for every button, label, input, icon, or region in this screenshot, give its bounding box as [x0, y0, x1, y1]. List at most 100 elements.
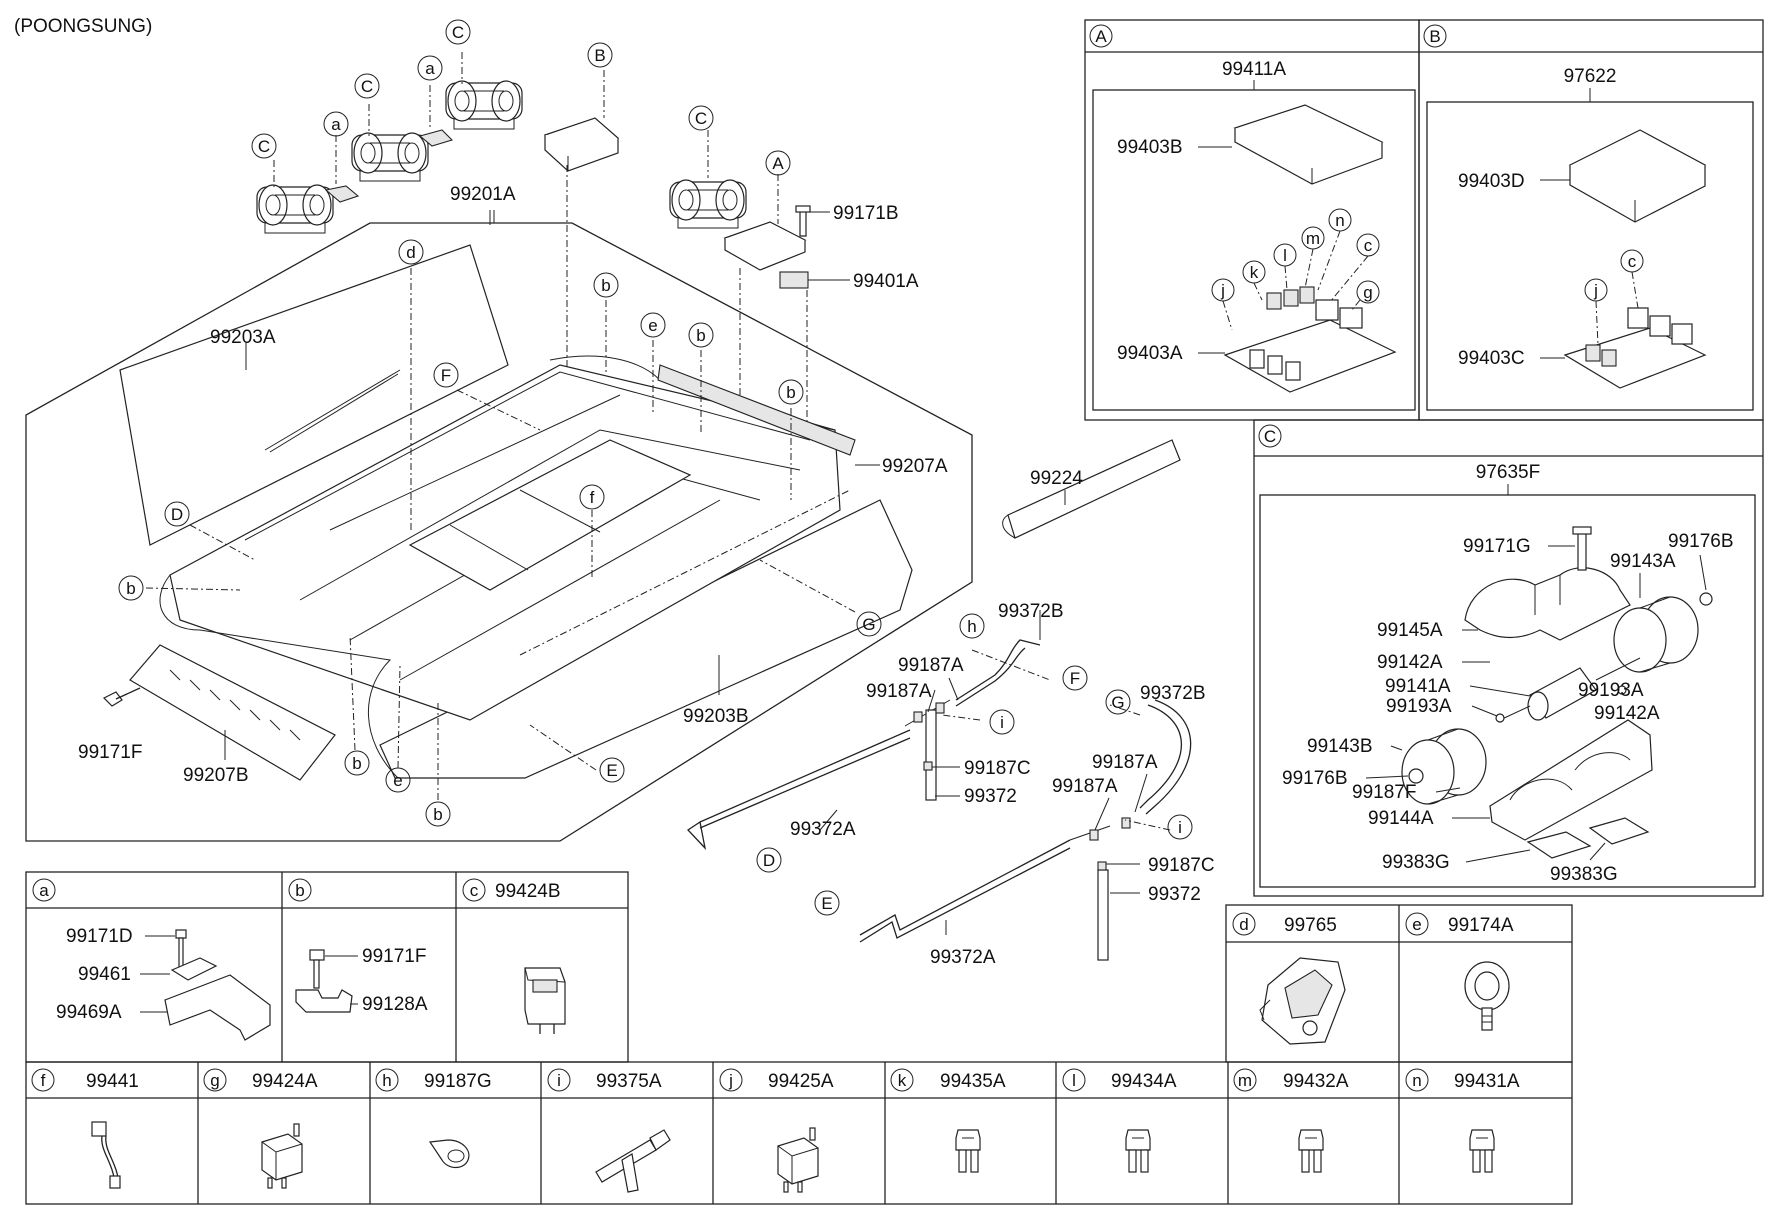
panel-b-callout-c: c [1628, 252, 1637, 271]
label-99187A-1: 99187A [898, 655, 964, 676]
fuse-icon [955, 1129, 981, 1173]
cell-g-letter: g [210, 1071, 219, 1090]
cell-e-letter: e [1412, 915, 1421, 934]
callout-letter: i [1000, 713, 1004, 732]
cell-j: j 99425A [719, 1068, 834, 1193]
callout-circle [1167, 814, 1193, 840]
label-99176B-1: 99176B [1668, 531, 1734, 552]
label-99187A-4: 99187A [1052, 776, 1118, 797]
relay-icon [777, 1127, 819, 1193]
cell-d-letter: d [1239, 915, 1248, 934]
callout-h1: h [959, 613, 985, 639]
callout-letter: h [967, 617, 976, 636]
blower-wheel-icon [1401, 596, 1699, 805]
callout-C1: C [251, 133, 277, 159]
fuse-icon [1298, 1129, 1324, 1173]
label-99143B: 99143B [1307, 736, 1373, 757]
label-99372A-1: 99372A [790, 819, 856, 840]
cell-c: c 99424B [462, 878, 566, 1034]
cell-j-letter: j [728, 1071, 733, 1090]
callout-letter: a [331, 115, 341, 134]
callout-B1: B [587, 42, 613, 68]
control-box-a [723, 205, 811, 289]
svg-text:j: j [1220, 281, 1225, 300]
cell-d: d 99765 [1232, 912, 1346, 1045]
label-99187C-1: 99187C [964, 758, 1031, 779]
callout-circle [1062, 665, 1088, 691]
hose-assembly-1 [686, 639, 1041, 851]
cell-n: n 99431A [1405, 1068, 1520, 1173]
callout-b6: b [425, 801, 451, 827]
label-99145A: 99145A [1377, 620, 1443, 641]
cell-f-part: 99441 [86, 1071, 139, 1092]
callout-D2: D [756, 847, 782, 873]
label-99207A: 99207A [882, 456, 948, 477]
callout-letter: B [594, 46, 605, 65]
panel-b-callout-j: j [1593, 281, 1598, 300]
label-99372-1: 99372 [964, 786, 1017, 807]
label-99187A-3: 99187A [1092, 752, 1158, 773]
panel-a-cover-label: 99403B [1117, 137, 1183, 158]
cell-d-part: 99765 [1284, 915, 1337, 936]
label-leaders [224, 210, 1066, 935]
svg-text:c: c [1364, 236, 1373, 255]
label-99171F-b: 99171F [362, 946, 426, 967]
cell-g: g 99424A [203, 1068, 318, 1189]
cell-h: h 99187G [375, 1068, 492, 1169]
label-99372B-2: 99372B [1140, 683, 1206, 704]
cell-k-part: 99435A [940, 1071, 1006, 1092]
cell-c-part: 99424B [495, 881, 561, 902]
connector-icon [324, 129, 454, 203]
label-99203A: 99203A [210, 327, 276, 348]
cell-i-letter: i [557, 1071, 561, 1090]
hose-assembly-2 [859, 699, 1192, 961]
clip-icon [428, 1139, 470, 1169]
callout-letter: b [601, 276, 610, 295]
actuator-icon [1259, 957, 1346, 1045]
callout-circle [164, 501, 190, 527]
label-99128A: 99128A [362, 994, 428, 1015]
label-99171D: 99171D [66, 926, 133, 947]
label-99141A: 99141A [1385, 676, 1451, 697]
cell-f: f 99441 [31, 1068, 139, 1189]
callout-circle [417, 55, 443, 81]
callout-b4: b [118, 575, 144, 601]
callout-b5: b [344, 750, 370, 776]
callout-F1: F [433, 362, 459, 388]
cell-i: i 99375A [547, 1068, 671, 1193]
fuse-icon [1469, 1129, 1495, 1173]
label-99383G-1: 99383G [1382, 852, 1450, 873]
callout-circle [856, 611, 882, 637]
callout-letter: F [441, 366, 451, 385]
callout-letter: e [393, 771, 402, 790]
callout-i2: i [1167, 814, 1193, 840]
callout-circle [814, 890, 840, 916]
label-99193A-2: 99193A [1578, 680, 1644, 701]
callout-circle [989, 709, 1015, 735]
duct-99224 [1002, 439, 1181, 539]
callout-letter: E [606, 761, 617, 780]
cell-g-part: 99424A [252, 1071, 318, 1092]
label-99372A-2: 99372A [930, 947, 996, 968]
label-99143A: 99143A [1610, 551, 1676, 572]
callout-F2: F [1062, 665, 1088, 691]
callout-circle [778, 379, 804, 405]
cell-a: a 99171D 99461 99469A [32, 878, 271, 1041]
callout-letter: D [763, 851, 775, 870]
panel-a: A 99411A 99403B 99403A j k l [1084, 19, 1420, 421]
panel-c-letter: C [1264, 427, 1276, 446]
svg-text:l: l [1283, 246, 1287, 265]
callout-circle [1105, 689, 1131, 715]
cell-f-letter: f [41, 1071, 46, 1090]
panel-a-title: 99411A [1222, 59, 1286, 80]
panel-b-board-label: 99403C [1458, 348, 1525, 369]
callout-G1: G [856, 611, 882, 637]
cell-b: b 99171F 99128A [288, 878, 428, 1015]
fuse-icon [524, 967, 566, 1034]
cell-e-part: 99174A [1448, 915, 1514, 936]
fuse-icon [1125, 1129, 1151, 1173]
callout-letter: e [648, 316, 657, 335]
cell-j-part: 99425A [768, 1071, 834, 1092]
callout-letter: d [406, 243, 415, 262]
callout-circle [688, 105, 714, 131]
